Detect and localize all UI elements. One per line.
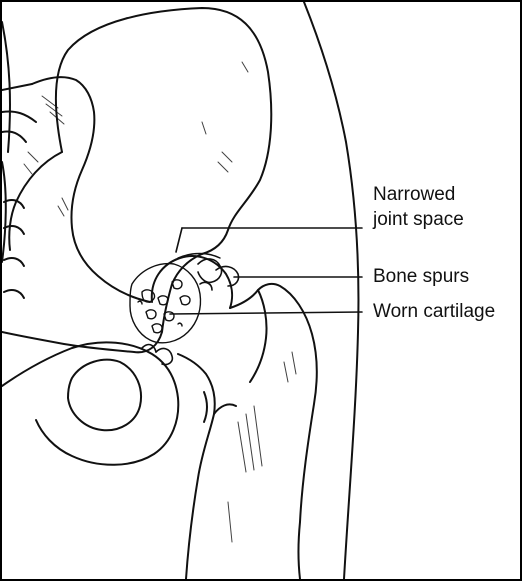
pubic-bone [2, 342, 178, 464]
greater-trochanter [250, 290, 267, 382]
obturator-foramen [68, 360, 141, 431]
worn-cartilage [130, 264, 201, 343]
body-outline [304, 2, 359, 579]
label-bone-spurs: Bone spurs [373, 265, 469, 288]
label-narrowed-joint-space-line2: joint space [373, 208, 464, 231]
pelvis-shading [24, 62, 248, 216]
femoral-neck [178, 354, 215, 579]
label-narrowed-joint-space-line1: Narrowed [373, 183, 455, 206]
label-worn-cartilage: Worn cartilage [373, 300, 495, 323]
femur-shading [228, 352, 296, 542]
